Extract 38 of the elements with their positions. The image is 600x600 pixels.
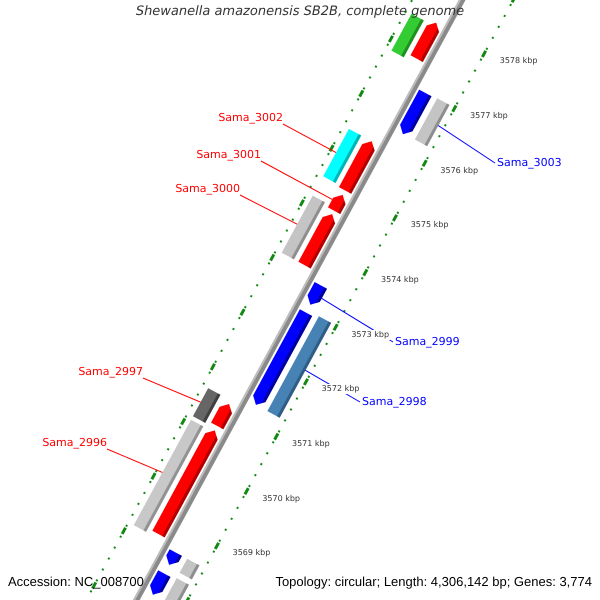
accession-text: Accession: NC_008700 [8,574,144,590]
leader-line [282,124,337,154]
gene-label: Sama_2996 [42,437,107,449]
kbp-label: 3578 kbp [498,56,538,66]
leader-line [438,125,496,164]
gene-label: Sama_3000 [175,183,240,195]
genome-info-text: Topology: circular; Length: 4,306,142 bp; Genes: 3,774 [275,574,592,590]
gene-label: Sama_3002 [218,112,283,124]
gene-feature [211,404,232,430]
kbp-label: 3574 kbp [380,275,420,286]
kbp-label: 3570 kbp [261,494,302,504]
gene-label: Sama_2999 [395,336,460,348]
gene-feature [152,430,218,538]
gene-feature [328,194,346,214]
gene-block [180,558,200,580]
leader-line [106,448,163,473]
gene-feature [338,141,375,194]
kbp-label: 3575 kbp [410,220,450,230]
gene-feature [166,549,182,565]
kbp-label: 3576 kbp [439,166,480,176]
gene-feature [308,282,327,305]
gene-feature [410,22,439,62]
gene-label: Sama_3001 [196,149,261,161]
gene-feature [298,214,335,268]
kbp-label: 3573 kbp [350,330,390,340]
gene-label: Sama_2997 [78,366,143,378]
kbp-label: 3572 kbp [320,384,360,394]
gene-block [164,578,189,600]
gene-label: Sama_3003 [497,157,562,169]
leader-line [142,378,202,403]
leader-line [240,194,298,225]
gene-label: Sama_2998 [362,396,427,408]
kbp-label: 3571 kbp [290,439,331,450]
gene-feature [150,570,170,595]
leader-line [260,160,333,200]
kbp-label: 3569 kbp [232,548,272,558]
gene-block [414,98,450,146]
kbp-label: 3577 kbp [469,111,509,122]
